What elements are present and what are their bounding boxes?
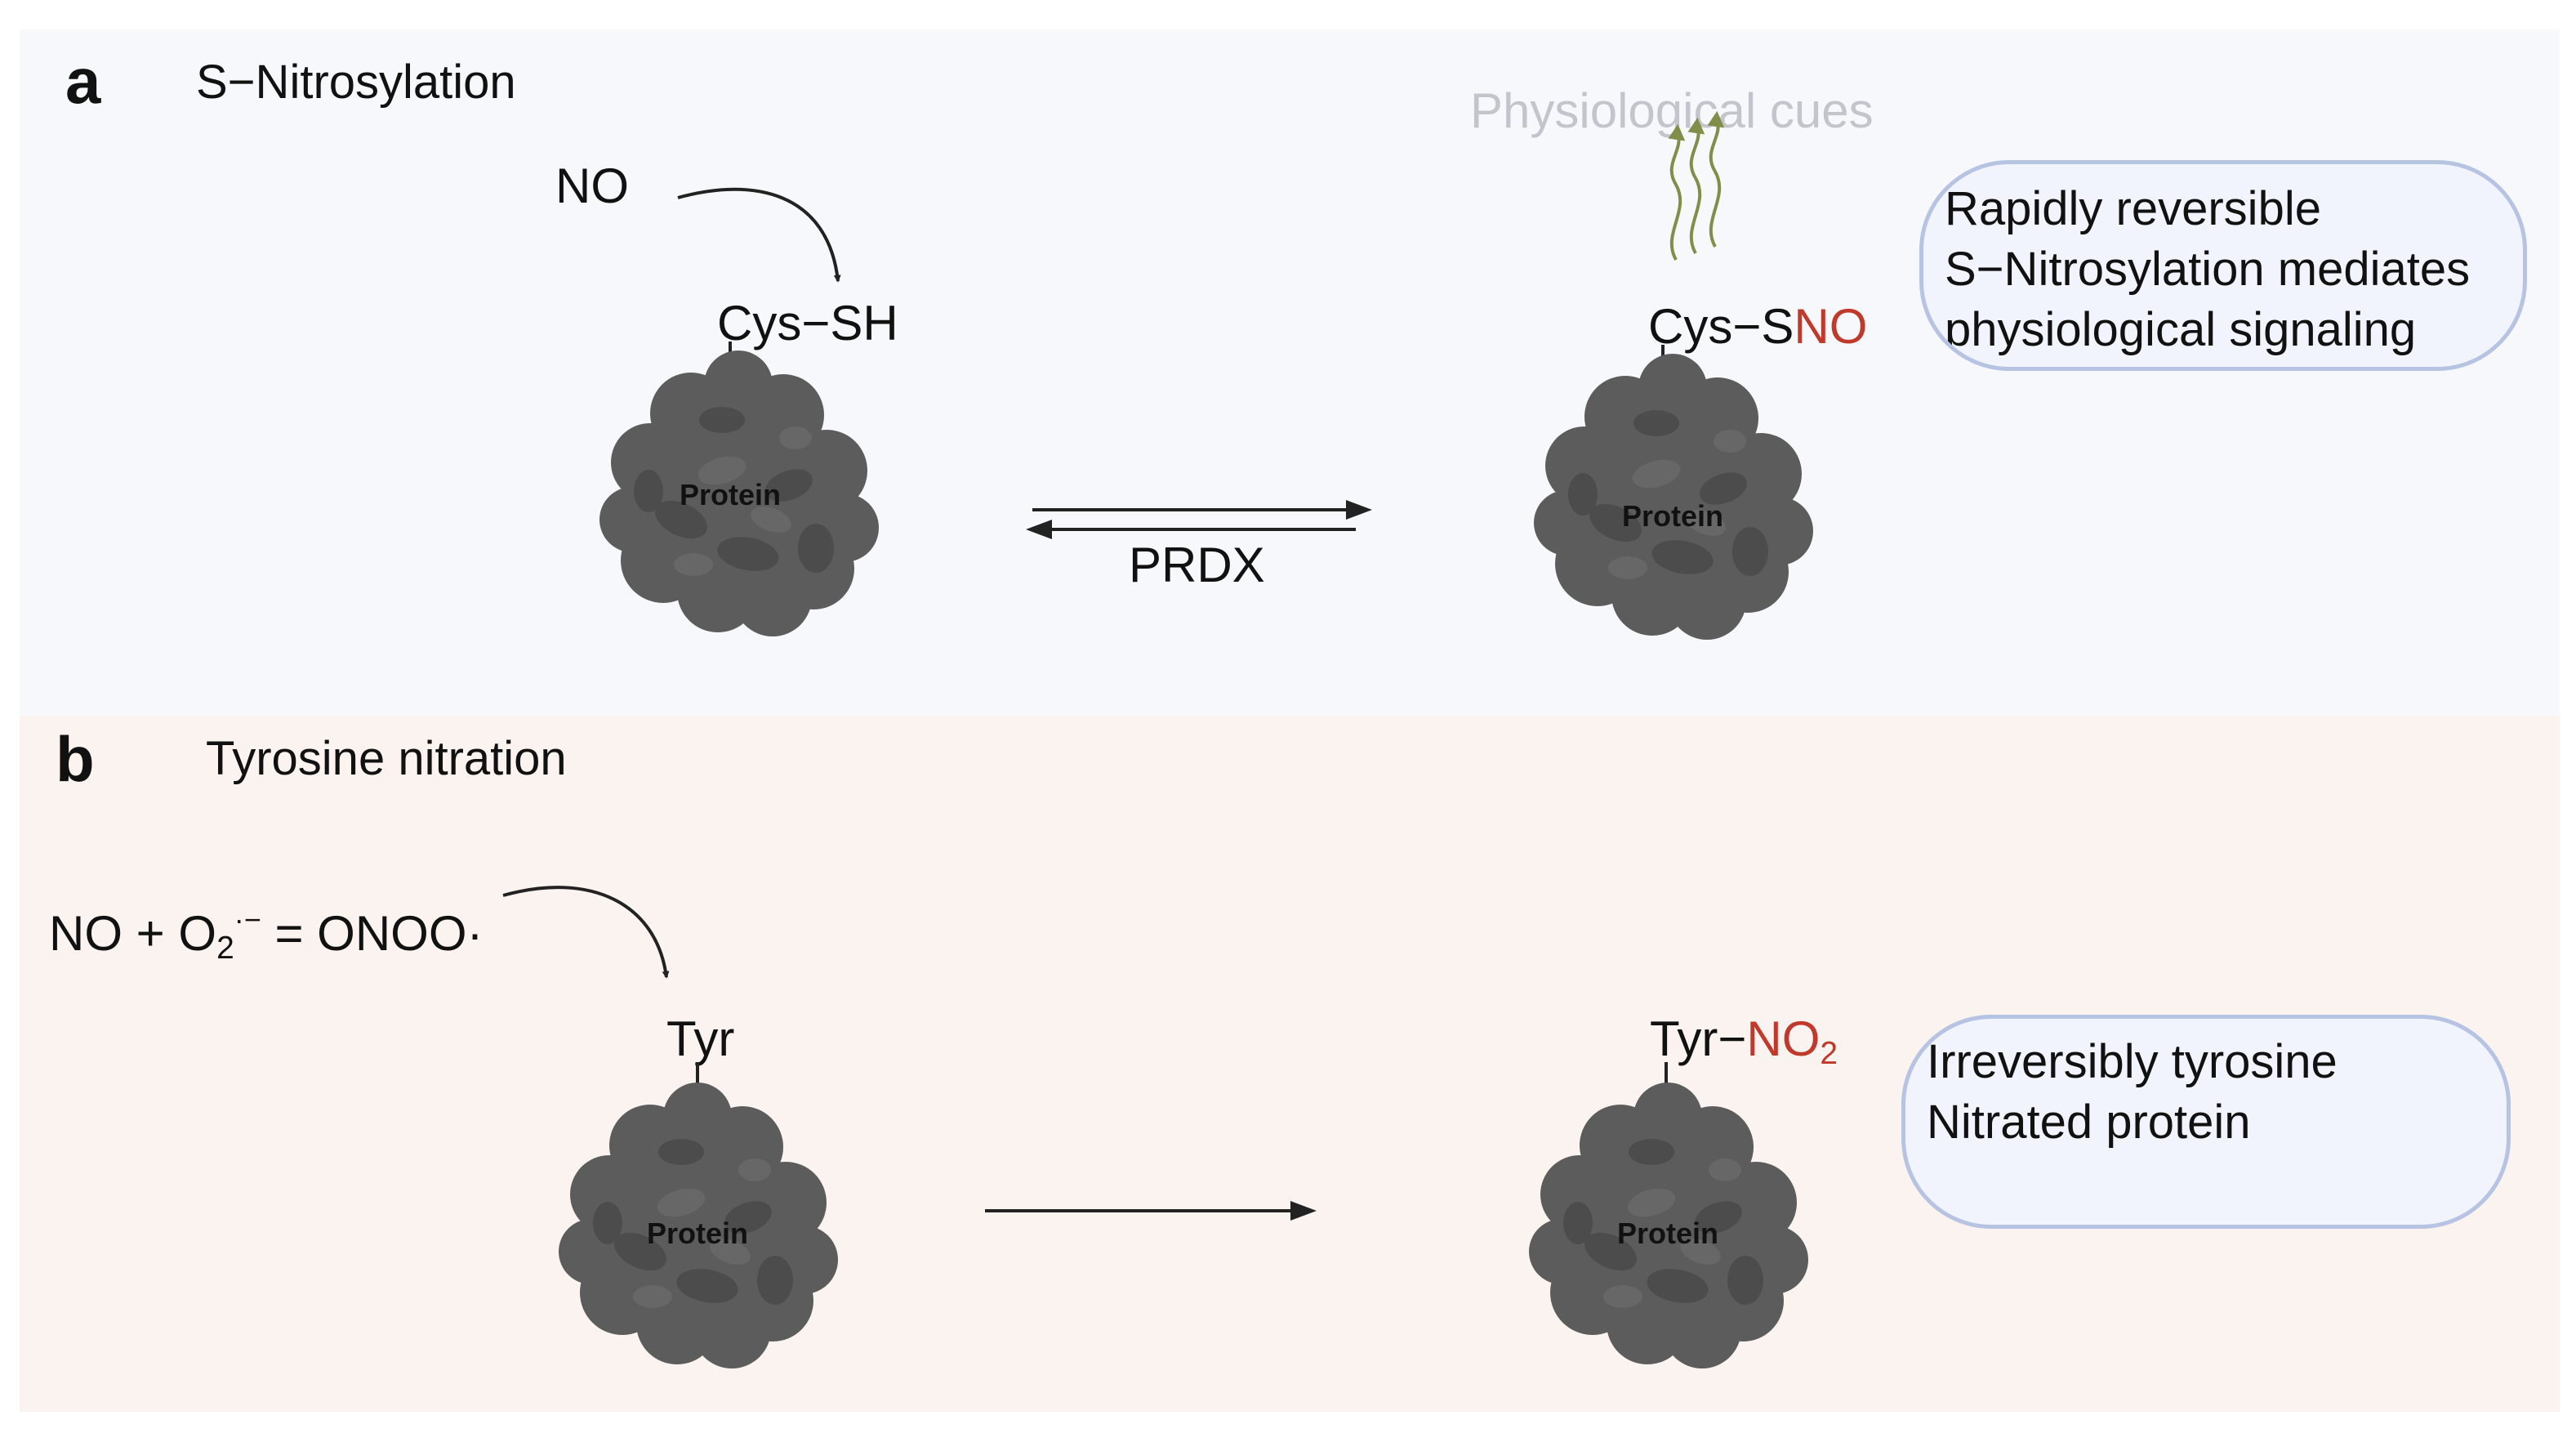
o2-subscript: 2 (216, 930, 234, 966)
panel-a-graphics: Protein Protein (599, 110, 1813, 640)
panel-a-letter: a (65, 45, 101, 117)
protein-right-b-label: Protein (1617, 1217, 1718, 1250)
peroxynitrite-curved-arrow (502, 886, 670, 979)
physiological-cues-icon (1668, 110, 1725, 261)
protein-left-a: Protein (599, 350, 879, 636)
peroxynitrite-reaction-label: NO + O2·− = ONOO· (49, 905, 483, 964)
protein-right-b: Protein (1529, 1083, 1808, 1368)
irreversible-note-box: Irreversibly tyrosine Nitrated protein (1901, 1015, 2511, 1229)
panel-a: a S−Nitrosylation NO Physiological cues … (20, 29, 2560, 716)
panel-a-title: S−Nitrosylation (196, 56, 516, 109)
reversible-note-box: Rapidly reversible S−Nitrosylation media… (1919, 160, 2527, 371)
reaction-part-2: = ONOO (261, 906, 467, 962)
reversible-note-line-2: S−Nitrosylation mediates (1945, 243, 2471, 296)
panel-b-graphics: Protein Protein (502, 886, 1808, 1368)
superoxide-superscript: ·− (234, 903, 261, 936)
cys-sno-label: Cys−SNO (1648, 302, 1867, 351)
no-curved-arrow (677, 187, 841, 283)
panel-b: b Tyrosine nitration NO + O2·− = ONOO· T… (20, 716, 2560, 1412)
protein-left-b: Protein (559, 1083, 838, 1368)
no-reactant-label: NO (555, 158, 629, 213)
panel-b-letter: b (56, 723, 95, 795)
reversible-note-line-3: physiological signaling (1945, 303, 2417, 356)
tyr-text: Tyr− (1650, 1011, 1747, 1066)
cys-s-text: Cys−S (1648, 299, 1794, 354)
panel-b-title: Tyrosine nitration (206, 732, 567, 785)
irreversible-note-line-1: Irreversibly tyrosine (1927, 1035, 2338, 1088)
reversible-note-line-1: Rapidly reversible (1945, 182, 2321, 235)
cys-sh-label: Cys−SH (717, 296, 898, 350)
radical-dot: · (466, 906, 484, 962)
protein-right-a: Protein (1534, 354, 1813, 640)
no-modification-text: NO (1794, 299, 1868, 354)
protein-left-b-label: Protein (647, 1217, 748, 1250)
prdx-enzyme-label: PRDX (1129, 538, 1265, 592)
no2-subscript: 2 (1820, 1035, 1838, 1071)
equilibrium-arrows (1026, 500, 1372, 539)
protein-left-a-label: Protein (680, 478, 781, 511)
reaction-part-1: NO + O (49, 906, 217, 962)
tyr-label: Tyr (666, 1011, 735, 1066)
irreversible-note-line-2: Nitrated protein (1927, 1096, 2251, 1149)
physiological-cues-label: Physiological cues (1470, 83, 1874, 138)
irreversible-arrow (985, 1201, 1317, 1221)
no2-modification-text: NO (1746, 1011, 1821, 1066)
protein-right-a-label: Protein (1622, 499, 1723, 533)
tyr-no2-label: Tyr−NO2 (1650, 1015, 1838, 1069)
